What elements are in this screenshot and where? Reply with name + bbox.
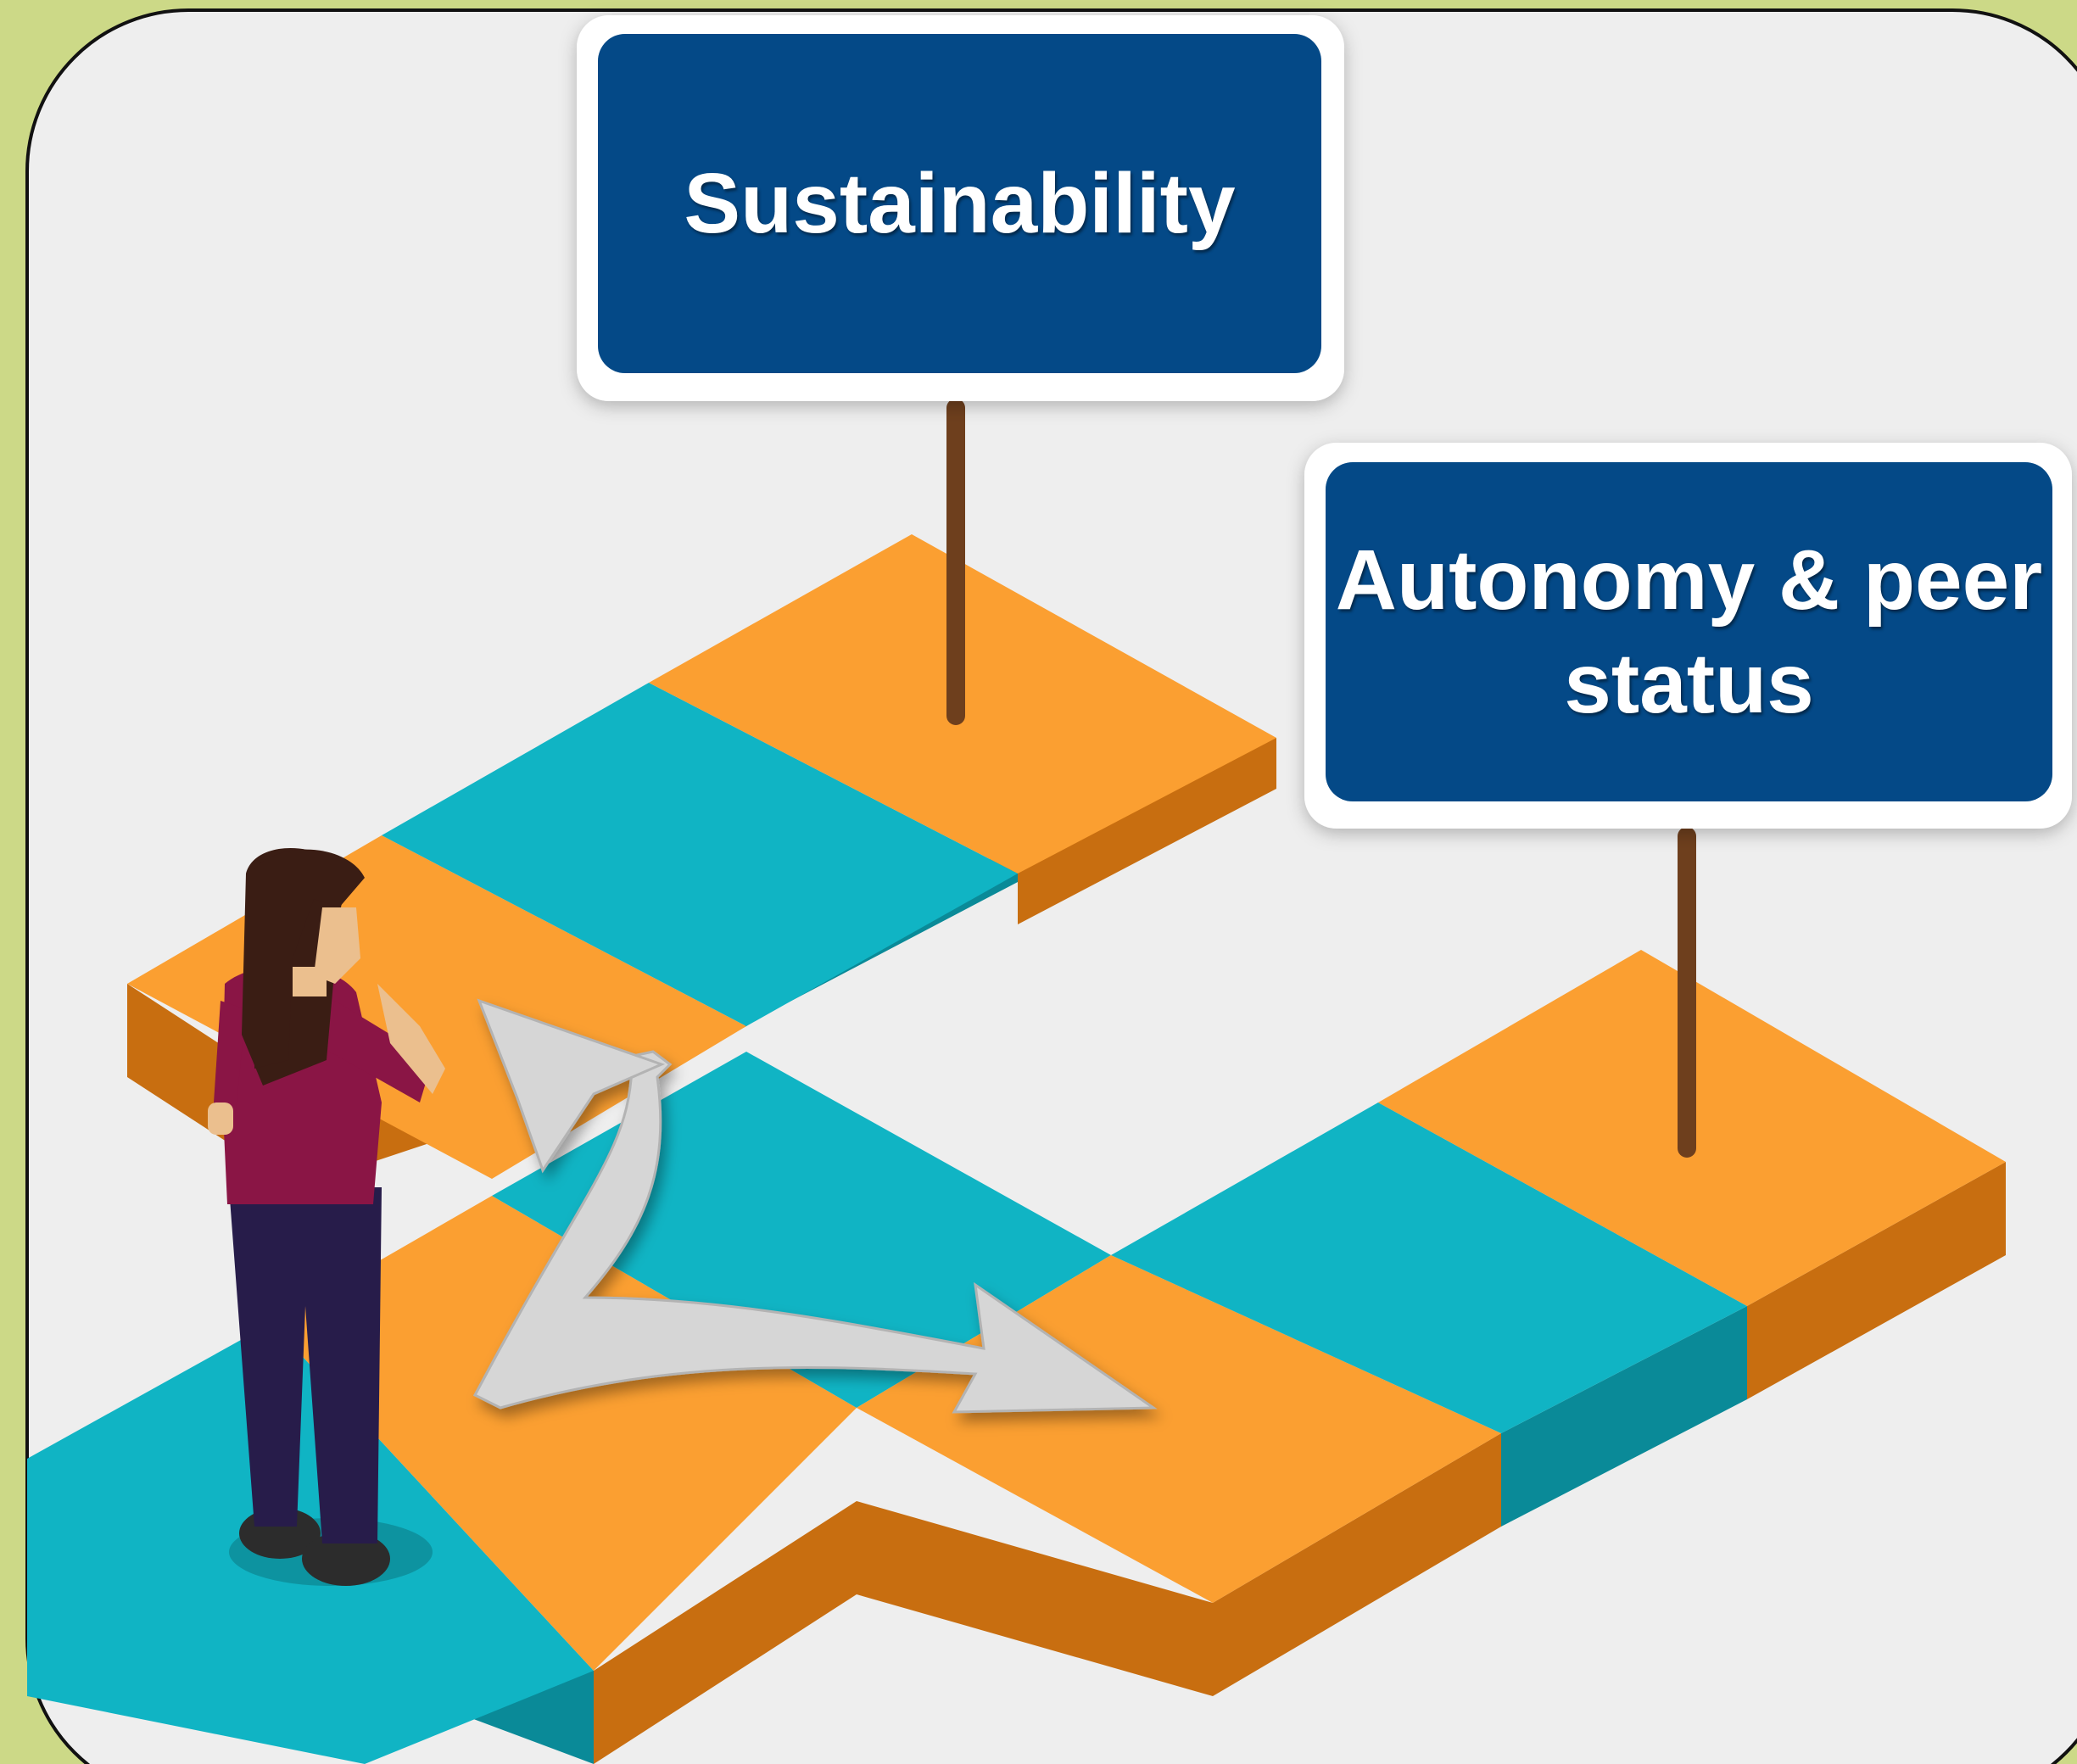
signpost-icon bbox=[1304, 443, 2072, 1158]
sign-autonomy-board bbox=[1326, 462, 2052, 801]
sign-label-sustainability: Sustainability bbox=[684, 156, 1236, 251]
sign-label-autonomy: Autonomy & peer status bbox=[1335, 533, 2043, 731]
tile-upper-2 bbox=[382, 683, 1018, 1026]
sign-sustainability-board bbox=[598, 34, 1321, 373]
tile-lower-4 bbox=[1111, 1102, 1747, 1433]
tile-lower-2 bbox=[271, 1196, 857, 1671]
branching-arrow-icon bbox=[472, 998, 1158, 1414]
person-figure-icon bbox=[208, 848, 445, 1586]
signpost-icon bbox=[577, 15, 1344, 725]
